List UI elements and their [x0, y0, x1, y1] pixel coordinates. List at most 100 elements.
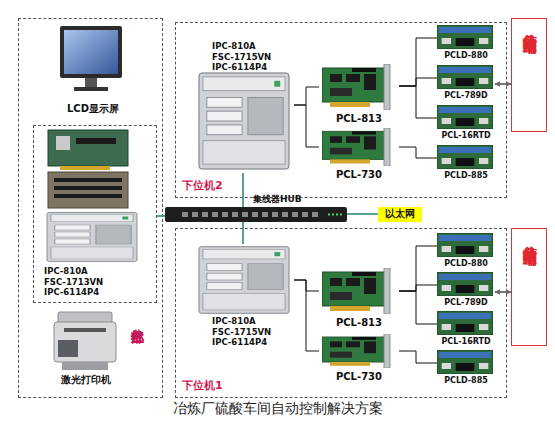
connector — [495, 291, 511, 293]
signal-title: 信号输入输出端 — [521, 23, 539, 30]
card-label: PCL-730 — [319, 371, 399, 384]
hub-body — [165, 207, 347, 222]
text-block: LCD显示屏 — [53, 103, 133, 116]
monitor-frame — [60, 26, 122, 78]
printer-slot — [64, 328, 106, 332]
text-block: IPC-810AFSC-1715VNIPC-6114P4 — [212, 316, 292, 348]
ethernet-tag: 以太网 — [378, 207, 422, 222]
terminal-board: PCL-789D — [437, 65, 495, 103]
board-label: PCL-789D — [433, 298, 499, 308]
text-block: PCLD-880 — [433, 259, 499, 269]
model-number: IPC-6114P4 — [212, 62, 292, 73]
slave-ipc: IPC-810AFSC-1715VNIPC-6114P4 — [196, 244, 294, 350]
connector — [242, 222, 244, 244]
text-block: 下位机2 — [182, 179, 252, 193]
terminal-board-picture — [437, 272, 493, 296]
model-number: FSC-1713VN — [44, 277, 148, 288]
paper-tray — [62, 362, 108, 370]
connector — [399, 246, 437, 291]
connector — [347, 213, 378, 215]
card-label: PCL-813 — [319, 317, 399, 330]
model-number: IPC-6114P4 — [212, 337, 292, 348]
laser-printer: 激光打印机 — [46, 306, 126, 393]
terminal-board: PCLD-880 — [437, 25, 495, 63]
connector — [399, 86, 437, 118]
terminal-board-picture — [437, 105, 493, 129]
device-label: 激光打印机 — [46, 374, 126, 387]
slave-ipc: IPC-810AFSC-1715VNIPC-6114P4 — [196, 39, 294, 173]
io-card: PCL-730 — [319, 125, 399, 185]
connector — [495, 83, 511, 85]
connector-group — [157, 38, 511, 363]
io-card: PCL-813 — [319, 63, 399, 131]
model-number: FSC-1715VN — [212, 52, 292, 63]
card-edge-connector — [60, 166, 110, 170]
expansion-slot — [54, 178, 122, 182]
board-label: PCL-16RTD — [433, 131, 499, 141]
text-block: PCL-789D — [433, 298, 499, 308]
text-block: IPC-810AFSC-1713VNIPC-6114P4 — [44, 266, 148, 298]
group-title: 下位机2 — [182, 179, 252, 193]
text-block: PCL-730 — [319, 169, 399, 182]
text-block: PCL-789D — [433, 91, 499, 101]
text-block: IPC-810AFSC-1715VNIPC-6114P4 — [212, 41, 292, 73]
terminal-board-picture — [437, 350, 493, 374]
cpu-chip — [56, 136, 70, 150]
host-ipc: IPC-810AFSC-1713VNIPC-6114P4 — [33, 125, 157, 303]
board-label: PCLD-880 — [433, 51, 499, 61]
terminal-board-picture — [437, 65, 493, 89]
connector — [399, 147, 437, 158]
caption: 冶炼厂硫酸车间自动控制解决方案 — [0, 400, 555, 418]
connector — [242, 173, 244, 207]
connector — [399, 291, 437, 324]
connector — [294, 280, 319, 351]
lcd-monitor: LCD显示屏 — [53, 25, 133, 117]
slave-group: 下位机2IPC-810AFSC-1715VNIPC-6114P4PCL-813P… — [175, 22, 507, 198]
text-block: 下位机1 — [182, 379, 252, 393]
ipc-chassis — [199, 73, 289, 169]
io-card-picture — [322, 64, 390, 110]
network-label: 以太网 — [378, 208, 422, 220]
connector — [399, 351, 437, 363]
io-card: PCL-730 — [319, 333, 399, 385]
connector — [399, 38, 437, 86]
text-block: 信号输入输出端 — [522, 235, 538, 242]
cpu-card — [48, 130, 128, 166]
text-block: PCL-16RTD — [433, 337, 499, 347]
text-block: PCLD-885 — [433, 376, 499, 386]
connector — [294, 280, 319, 291]
model-number: IPC-810A — [44, 266, 148, 277]
board-label: PCL-789D — [433, 91, 499, 101]
hub-leds — [328, 214, 342, 216]
expansion-slot — [54, 194, 122, 198]
board-label: PCLD-885 — [433, 376, 499, 386]
device-label: LCD显示屏 — [53, 103, 133, 116]
terminal-board: PCLD-885 — [437, 350, 495, 388]
ipc-chassis — [199, 247, 289, 314]
board-label: PCL-16RTD — [433, 337, 499, 347]
text-block: PCL-813 — [319, 317, 399, 330]
text-block: PCL-813 — [319, 113, 399, 126]
io-card-picture — [322, 334, 390, 368]
connector — [294, 105, 319, 147]
text-block: 以太网 — [378, 208, 422, 220]
card-label: PCL-813 — [319, 113, 399, 126]
terminal-board-picture — [437, 145, 493, 169]
board-label: PCLD-885 — [433, 171, 499, 181]
signal-io-box: 信号输入输出端 — [511, 228, 547, 346]
board-label: PCLD-880 — [433, 259, 499, 269]
terminal-board: PCL-16RTD — [437, 311, 495, 349]
terminal-board-picture — [437, 233, 493, 257]
model-number: FSC-1715VN — [212, 327, 292, 338]
terminal-board-picture — [437, 311, 493, 335]
device-label: 集线器HUB — [253, 194, 333, 205]
hub: 集线器HUB — [165, 207, 347, 222]
terminal-board: PCLD-880 — [437, 233, 495, 271]
connector — [294, 87, 319, 105]
text-block: PCLD-885 — [433, 171, 499, 181]
signal-title: 信号输入输出端 — [521, 235, 539, 242]
host-group: 主机部分LCD显示屏IPC-810AFSC-1713VNIPC-6114P4激光… — [18, 18, 163, 398]
hub-ports — [182, 212, 322, 217]
